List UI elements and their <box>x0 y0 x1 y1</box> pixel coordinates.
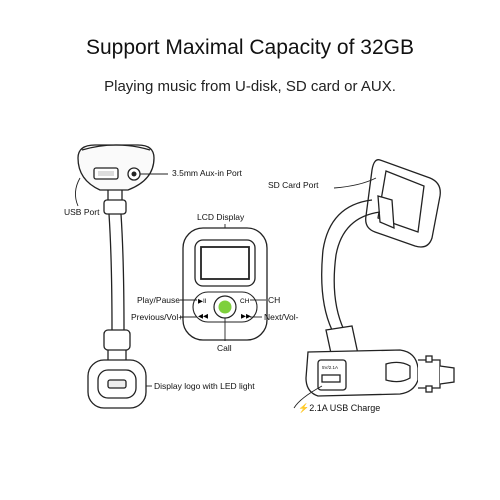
next-vol-label: Next/Vol- <box>264 312 299 322</box>
usb-port-label: USB Port <box>64 207 100 217</box>
ch-icon: CH <box>240 298 250 305</box>
display-logo-label: Display logo with LED light <box>154 381 255 391</box>
page-subtitle: Playing music from U-disk, SD card or AU… <box>104 78 396 95</box>
led-logo-icon <box>107 379 127 389</box>
lcd-screen-icon <box>200 246 250 280</box>
page-title: Support Maximal Capacity of 32GB <box>86 36 414 59</box>
left-device <box>77 144 155 409</box>
previous-icon: ◀◀ <box>198 313 209 320</box>
lightning-bolt-icon: ⚡ <box>298 403 310 413</box>
leader-lines <box>75 173 377 409</box>
call-button-icon <box>218 300 232 314</box>
sd-card-port-label: SD Card Port <box>268 180 319 190</box>
aux-port-label: 3.5mm Aux-in Port <box>172 168 242 178</box>
usb-charge-label: ⚡2.1A USB Charge <box>298 403 380 414</box>
call-label: Call <box>217 343 232 353</box>
next-icon: ▶▶ <box>241 313 252 320</box>
previous-vol-label: Previous/Vol+ <box>131 312 184 322</box>
lcd-display-label: LCD Display <box>197 212 245 222</box>
play-pause-label: Play/Pause <box>137 295 180 305</box>
usb-socket-print: 5V/2.1A <box>322 365 338 370</box>
ch-label: CH <box>268 295 281 305</box>
lcd-device: ▶II CH ◀◀ ▶▶ <box>182 227 268 341</box>
right-device <box>305 159 455 397</box>
play-pause-icon: ▶II <box>198 298 207 305</box>
usb-charge-text: 2.1A USB Charge <box>309 403 381 413</box>
charge-usb-port-icon <box>321 374 341 383</box>
